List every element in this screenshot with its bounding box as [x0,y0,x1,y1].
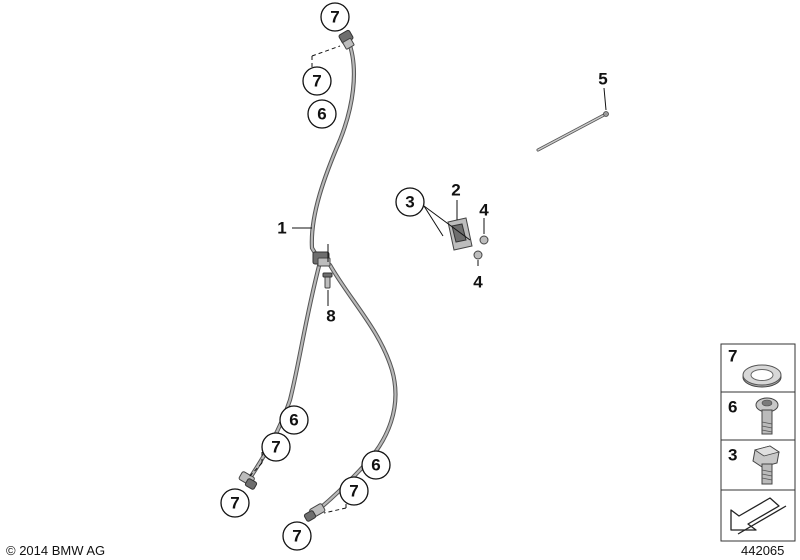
callout-top-7: 7 [320,2,350,32]
washer-icon [742,364,782,388]
callout-top-7b: 7 [302,66,332,96]
label-4-top: 4 [479,201,489,220]
callout-bottom-mid-7a: 7 [339,476,369,506]
callout-bottom-mid-6: 6 [361,450,391,480]
label-5: 5 [598,70,607,89]
svg-text:6: 6 [317,105,326,124]
bottom-mid-fitting [303,503,326,522]
svg-text:3: 3 [728,446,737,465]
junction-block [312,244,331,267]
legend-item-6: 6 [728,397,779,435]
parts-legend: 7 6 3 [720,343,796,542]
svg-text:7: 7 [271,438,280,457]
svg-text:7: 7 [312,72,321,91]
legend-item-7: 7 [728,347,782,388]
svg-text:3: 3 [405,193,414,212]
bottom-left-fitting [238,471,258,490]
legend-item-3: 3 [728,445,780,485]
label-4-bottom: 4 [473,273,483,292]
svg-text:7: 7 [349,482,358,501]
callout-3: 3 [395,187,425,217]
svg-text:7: 7 [330,8,339,27]
svg-text:7: 7 [230,494,239,513]
svg-text:6: 6 [371,456,380,475]
bracket-assembly [447,217,489,260]
callout-bottom-left-6: 6 [279,405,309,435]
callout-bottom-left-7a: 7 [261,432,291,462]
callout-bottom-left-7b: 7 [220,488,250,518]
arrow-down-left-icon [730,497,787,535]
leader-lines [247,45,607,514]
hex-bolt-icon [752,445,780,485]
callout-bottom-mid-7b: 7 [282,521,312,551]
label-8: 8 [326,307,335,326]
svg-text:6: 6 [289,411,298,430]
bolt-8 [322,272,333,289]
svg-text:7: 7 [728,347,737,366]
label-1: 1 [277,219,286,238]
svg-text:6: 6 [728,398,737,417]
top-fitting [338,29,355,50]
callout-top-6: 6 [307,99,337,129]
cable-tie [536,111,609,152]
label-2: 2 [451,181,460,200]
svg-text:7: 7 [292,527,301,546]
banjo-bolt-icon [755,397,779,435]
brake-line-upper [309,37,357,261]
diagram-number: 442065 [741,543,784,558]
copyright-text: © 2014 BMW AG [6,543,105,558]
